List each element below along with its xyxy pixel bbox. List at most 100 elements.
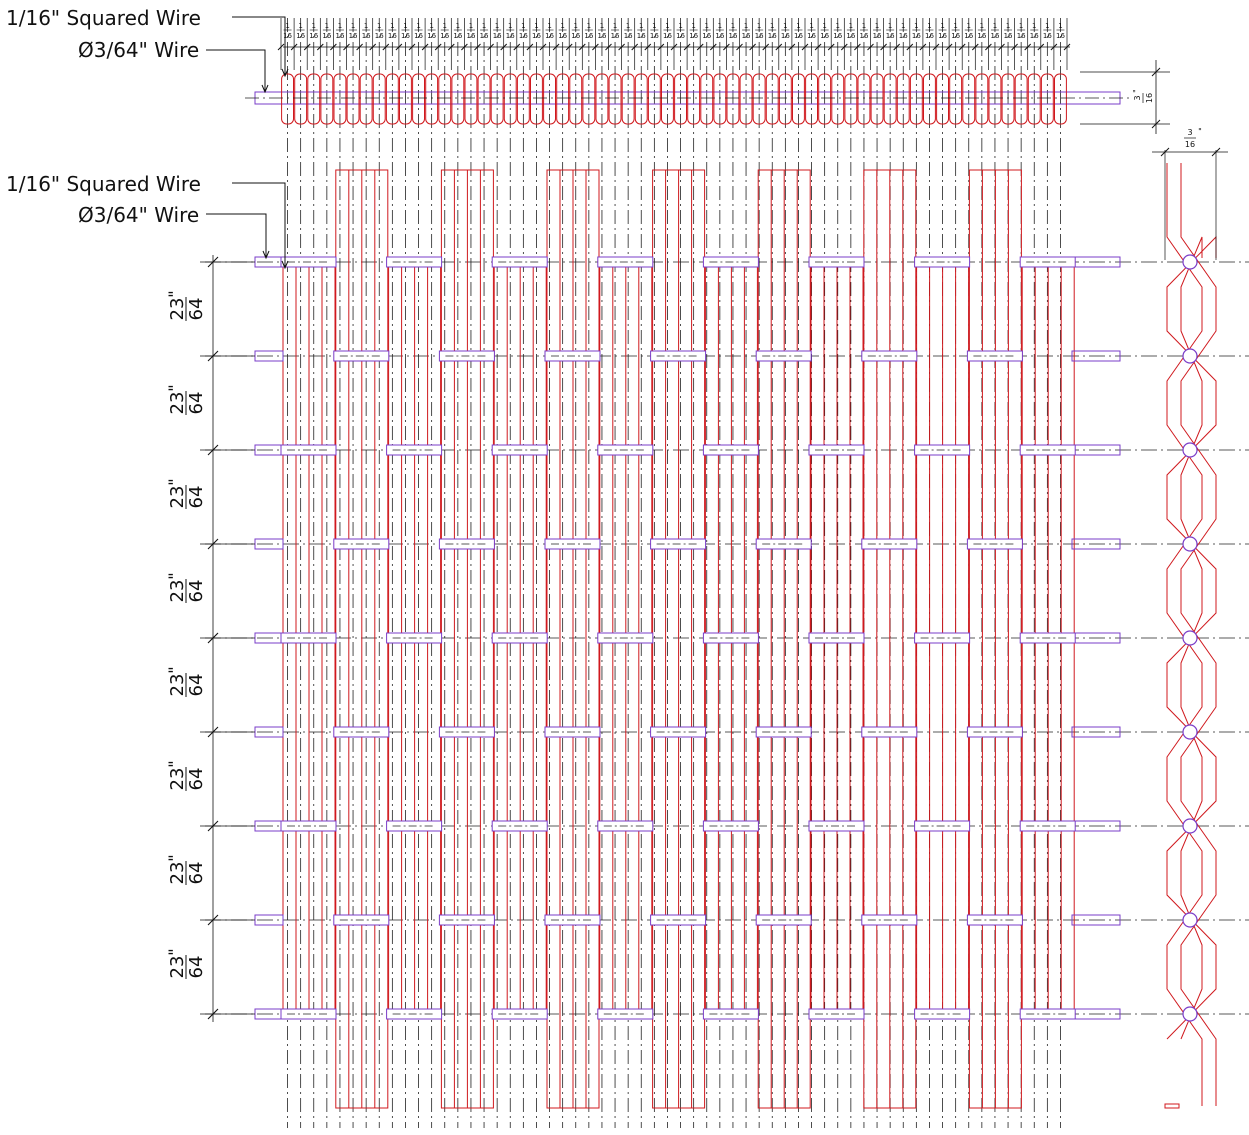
- pitch-tick: [971, 43, 979, 51]
- pitch-tick: [552, 43, 560, 51]
- pitch-numerator: 1: [1045, 22, 1049, 30]
- pitch-tick: [605, 43, 612, 51]
- pitch-tick: [644, 43, 652, 51]
- pitch-numerator: 1: [1019, 22, 1023, 30]
- crimp-wire-d: [1180, 236, 1203, 1040]
- row-unit: ": [165, 948, 184, 955]
- pitch-tick: [330, 43, 337, 51]
- pitch-numerator: 1: [1032, 22, 1036, 30]
- row-unit: ": [165, 478, 184, 485]
- top-squared-wire: [896, 73, 910, 125]
- pitch-numerator: 1: [744, 22, 748, 30]
- pitch-tick: [932, 43, 940, 51]
- row-unit: ": [165, 384, 184, 391]
- pitch-tick: [500, 43, 508, 51]
- row-unit: ": [165, 290, 184, 297]
- pitch-denominator: 16: [624, 32, 633, 40]
- row-numerator: 23: [167, 768, 188, 791]
- row-tick: [207, 538, 219, 550]
- pitch-tick: [945, 43, 953, 51]
- top-squared-wire: [687, 73, 701, 125]
- top-squared-wire: [477, 73, 491, 125]
- pitch-numerator: 1: [377, 22, 381, 30]
- pitch-numerator: 1: [325, 22, 329, 30]
- pitch-denominator: 16: [283, 32, 292, 40]
- pitch-tick: [1037, 43, 1045, 51]
- pitch-denominator: 16: [820, 32, 829, 40]
- top-squared-wire: [451, 73, 465, 125]
- pitch-denominator: 16: [807, 32, 816, 40]
- thickness-unit: ": [1132, 89, 1141, 93]
- pitch-numerator: 1: [967, 22, 971, 30]
- pitch-denominator: 16: [414, 32, 423, 40]
- top-squared-wire: [372, 73, 386, 125]
- row-denominator: 64: [186, 486, 207, 509]
- pitch-denominator: 16: [1017, 32, 1026, 40]
- pitch-numerator: 1: [469, 22, 473, 30]
- side-thickness-numerator: 3: [1187, 128, 1192, 137]
- pitch-numerator: 1: [547, 22, 551, 30]
- pitch-numerator: 1: [980, 22, 984, 30]
- top-squared-wire: [700, 73, 714, 125]
- round-wire-label-mid: Ø3/64" Wire: [78, 203, 200, 227]
- top-squared-wire: [883, 73, 897, 125]
- pitch-numerator: 1: [560, 22, 564, 30]
- pitch-numerator: 1: [1058, 22, 1062, 30]
- row-denominator: 64: [186, 768, 207, 791]
- pitch-tick: [880, 43, 887, 51]
- pitch-tick: [827, 43, 835, 51]
- row-denominator: 64: [186, 674, 207, 697]
- top-squared-wire: [294, 73, 308, 125]
- pitch-tick: [683, 43, 691, 51]
- pitch-numerator: 1: [312, 22, 316, 30]
- pitch-tick: [801, 43, 809, 51]
- pitch-denominator: 16: [899, 32, 908, 40]
- top-squared-wire: [320, 73, 334, 125]
- thickness-numerator: 3: [1133, 95, 1142, 100]
- top-squared-wire: [438, 73, 452, 125]
- pitch-numerator: 1: [482, 22, 486, 30]
- pitch-numerator: 1: [534, 22, 538, 30]
- pitch-numerator: 1: [691, 22, 695, 30]
- top-squared-wire: [818, 73, 832, 125]
- mesh-top-view: [245, 73, 1130, 125]
- pitch-tick: [709, 43, 717, 51]
- top-squared-wire: [399, 73, 412, 125]
- top-squared-wire: [949, 73, 963, 125]
- squared-wire-leader-top: [232, 16, 286, 76]
- dimensions: 1 16 1 16 1 16 1 16 1 16 1 16 1 16 1 16 1 16 1 16 1 16 1 16 1 16 1…: [165, 18, 1228, 1022]
- round-wire-section: [1182, 630, 1198, 646]
- pitch-denominator: 16: [427, 32, 436, 40]
- pitch-numerator: 1: [390, 22, 394, 30]
- top-squared-wire: [844, 73, 858, 125]
- pitch-tick: [998, 43, 1005, 51]
- pitch-tick: [1050, 43, 1058, 51]
- pitch-numerator: 1: [849, 22, 853, 30]
- crimp-wire-c: [1166, 235, 1217, 1040]
- row-denominator: 64: [186, 956, 207, 979]
- pitch-numerator: 1: [403, 22, 407, 30]
- pitch-numerator: 1: [639, 22, 643, 30]
- round-wire-leader-mid-arrow: [262, 250, 270, 260]
- pitch-denominator: 16: [611, 32, 620, 40]
- pitch-numerator: 1: [718, 22, 722, 30]
- pitch-tick: [461, 43, 468, 51]
- pitch-numerator: 1: [285, 22, 289, 30]
- pitch-tick: [670, 43, 678, 51]
- pitch-denominator: 16: [846, 32, 855, 40]
- round-wire-section: [1182, 442, 1198, 458]
- squared-wire-label-mid: 1/16" Squared Wire: [6, 172, 201, 196]
- side-tick: [1160, 147, 1170, 157]
- pitch-denominator: 16: [335, 32, 344, 40]
- top-squared-wire: [936, 73, 949, 125]
- pitch-denominator: 16: [794, 32, 803, 40]
- pitch-tick: [867, 43, 874, 51]
- leader-lines: [206, 16, 289, 270]
- pitch-denominator: 16: [663, 32, 672, 40]
- row-denominator: 64: [186, 392, 207, 415]
- pitch-tick: [736, 43, 743, 51]
